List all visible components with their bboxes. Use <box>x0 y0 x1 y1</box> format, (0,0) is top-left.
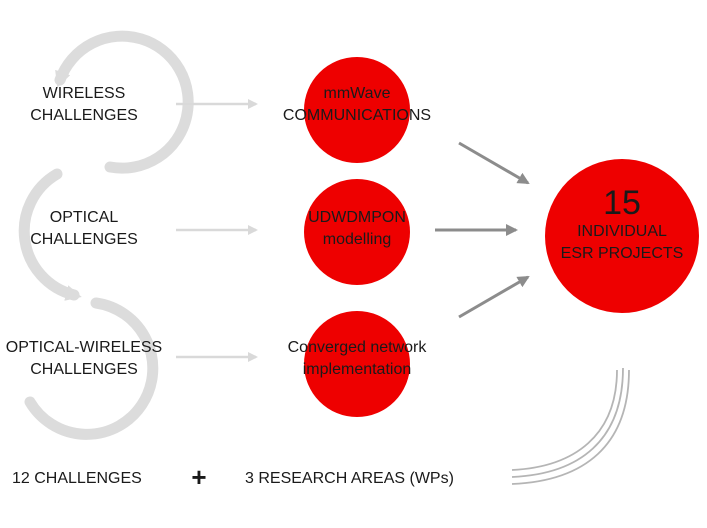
challenge-label-optical: OPTICAL CHALLENGES <box>14 207 154 251</box>
research-label-udwdmpon: UDWDMPON modelling <box>267 207 447 251</box>
research-mmwave-line2: COMMUNICATIONS <box>282 107 432 124</box>
projects-line1: INDIVIDUAL <box>577 223 667 240</box>
arrow-mmwave-to-projects <box>458 141 530 185</box>
footer-connector <box>511 367 630 485</box>
challenge-chain <box>18 30 194 440</box>
research-circle-udwdmpon <box>304 179 410 285</box>
research-mmwave-line1: mmWave <box>323 85 391 102</box>
ring-wireless <box>54 30 194 174</box>
footer-areas: 3 RESEARCH AREAS (WPs) <box>245 470 454 487</box>
research-circle-converged <box>304 311 410 417</box>
challenge-optical-wireless-line2: CHALLENGES <box>30 361 138 378</box>
arrow-converged-to-projects <box>458 275 530 319</box>
challenge-optical-line2: CHALLENGES <box>30 231 138 248</box>
project-arrows <box>435 141 530 319</box>
challenge-optical-line1: OPTICAL <box>49 209 119 226</box>
projects-line2: ESR PROJECTS <box>560 245 684 262</box>
research-label-mmwave: mmWave COMMUNICATIONS <box>267 83 447 127</box>
research-udwdmpon-line2: modelling <box>322 231 392 248</box>
research-circle-mmwave <box>304 57 410 163</box>
challenge-label-wireless: WIRELESS CHALLENGES <box>14 83 154 127</box>
research-udwdmpon-line1: UDWDMPON <box>308 209 406 226</box>
challenge-arrows <box>176 99 258 362</box>
projects-label: 15 INDIVIDUAL ESR PROJECTS <box>547 185 697 265</box>
challenge-optical-wireless-line1: OPTICAL-WIRELESS <box>5 339 163 356</box>
footer-plus: + <box>191 462 207 492</box>
projects-count: 15 <box>603 184 641 222</box>
ring-optical-wireless <box>24 297 159 440</box>
footer-challenges: 12 CHALLENGES <box>12 470 142 487</box>
challenge-wireless-line1: WIRELESS <box>42 85 126 102</box>
ring-optical <box>18 168 82 301</box>
challenge-wireless-line2: CHALLENGES <box>30 107 138 124</box>
research-converged-line2: implementation <box>302 361 412 378</box>
challenge-label-optical-wireless: OPTICAL-WIRELESS CHALLENGES <box>0 337 168 381</box>
research-label-converged: Converged network implementation <box>262 337 452 381</box>
projects-circle <box>545 159 699 313</box>
research-converged-line1: Converged network <box>287 339 427 356</box>
